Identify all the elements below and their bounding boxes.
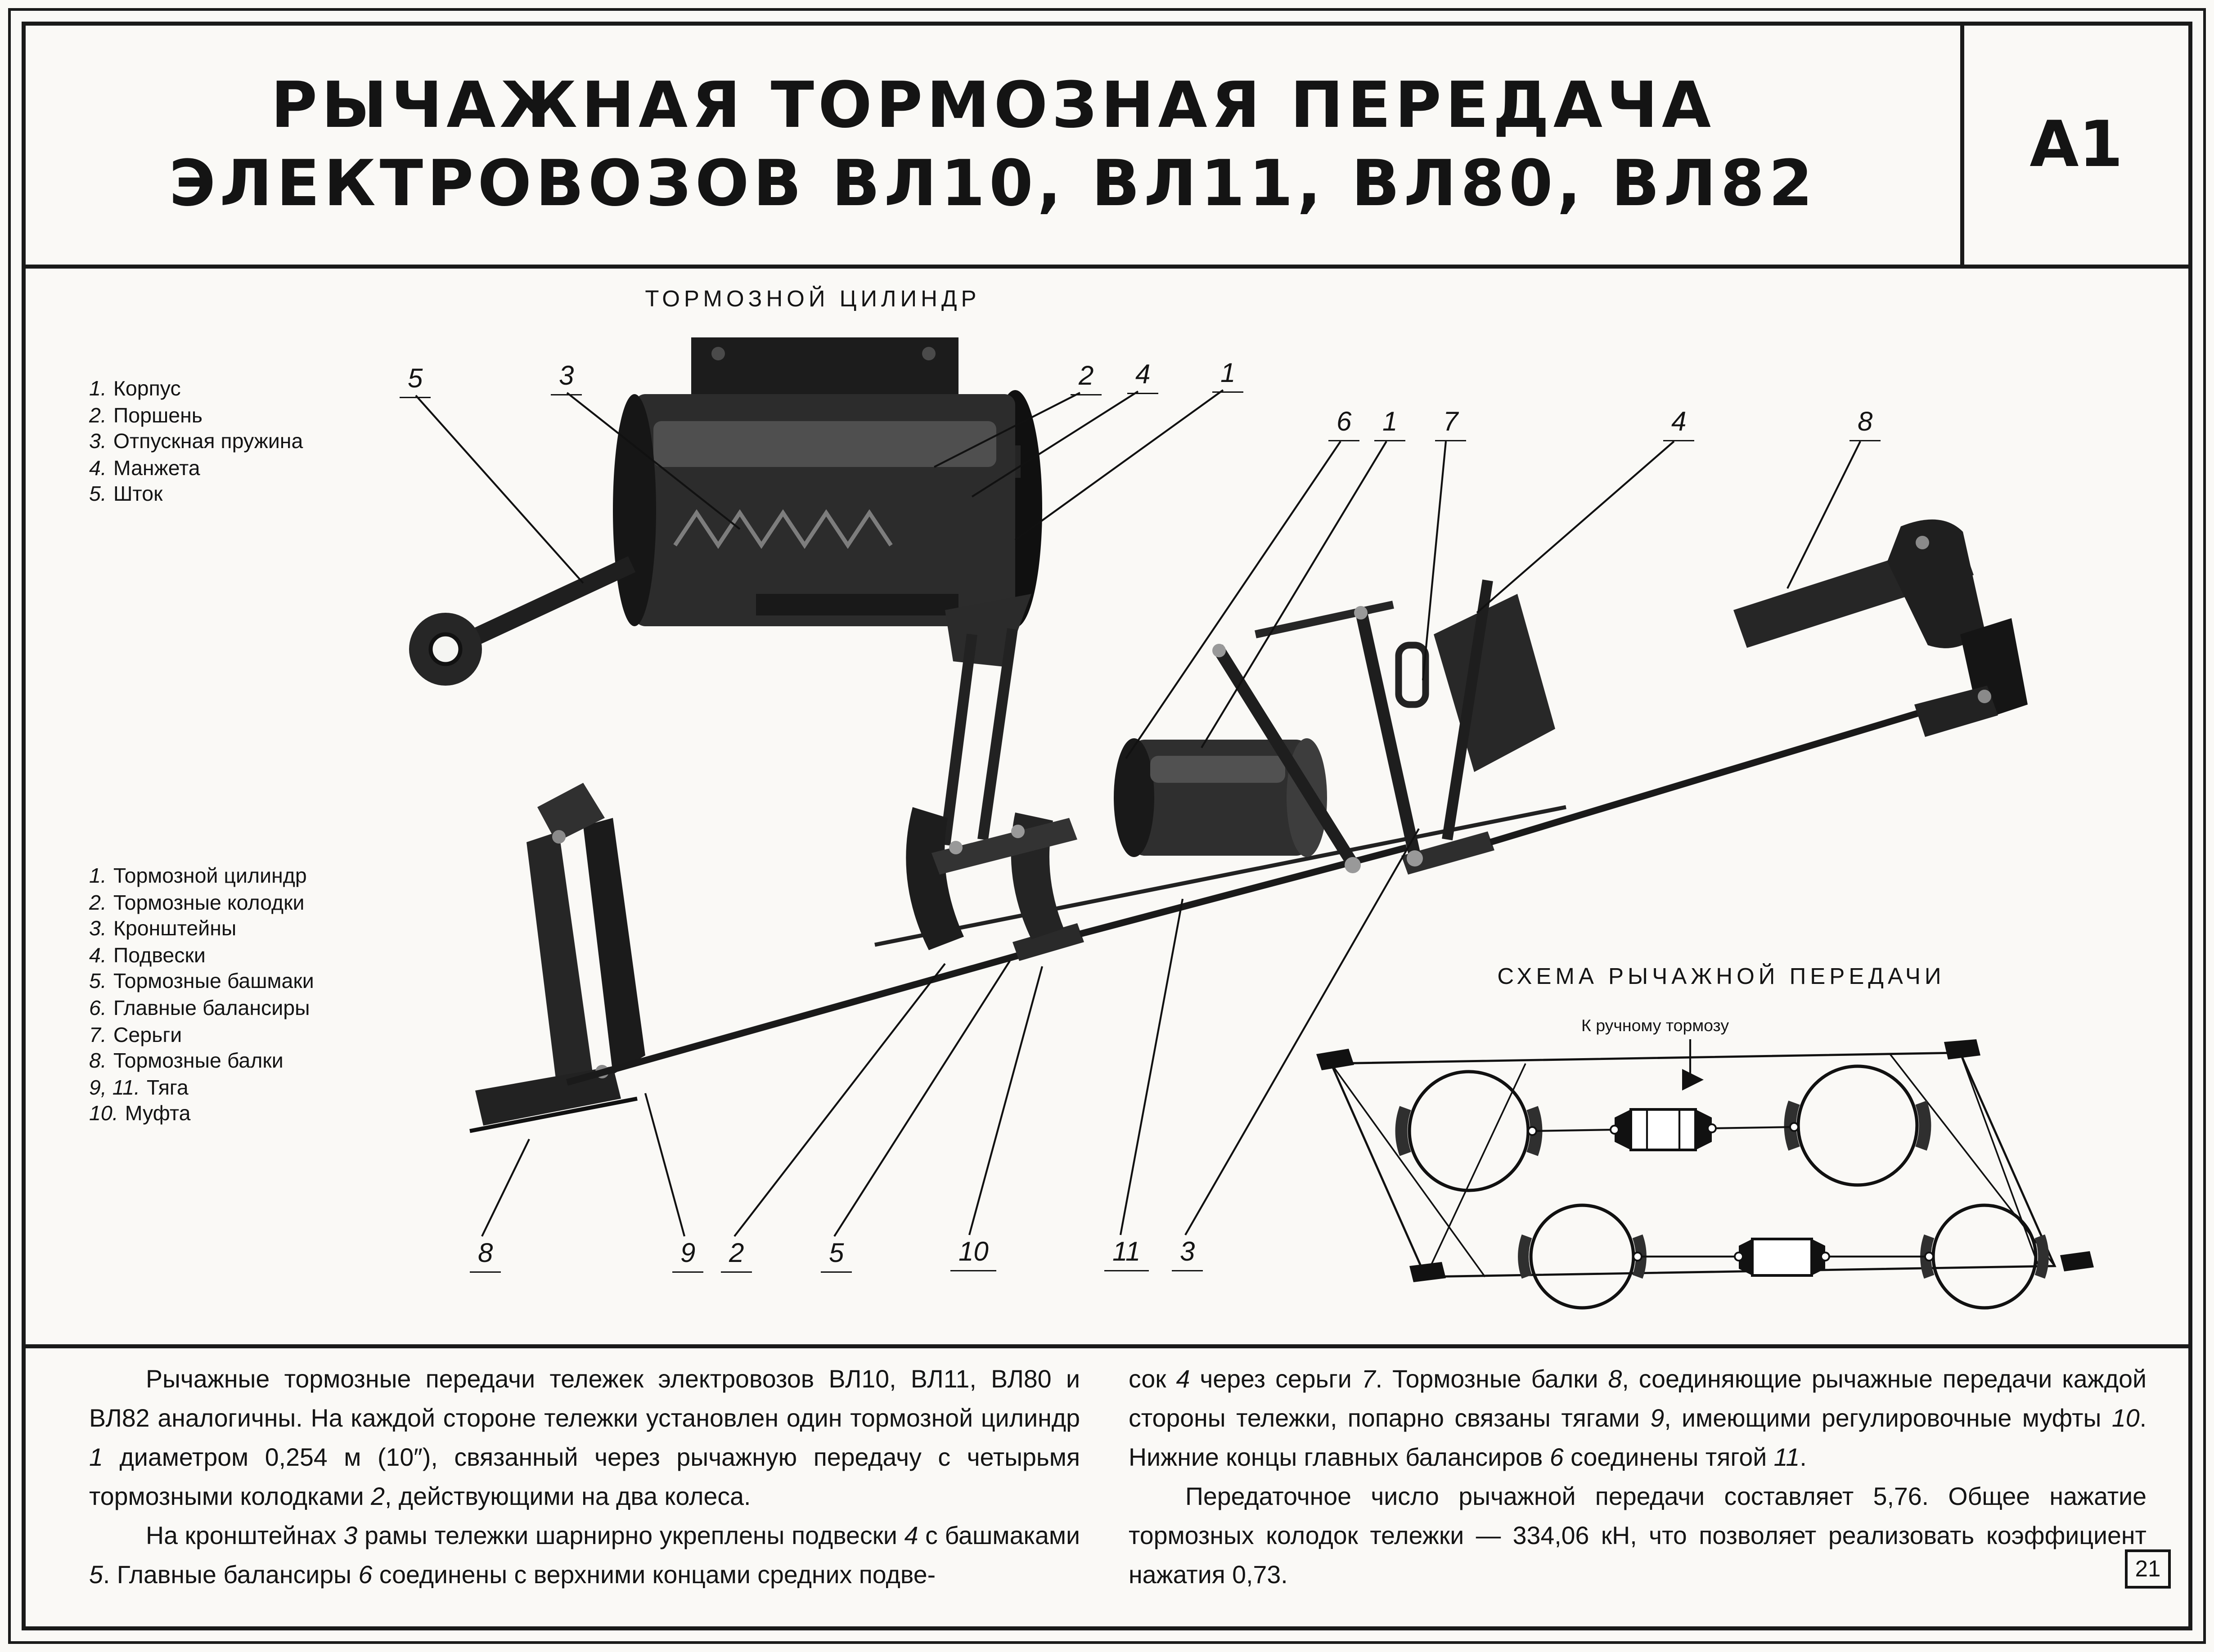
legend-label: Отпускная пружина: [113, 431, 303, 454]
legend-label: Манжета: [113, 457, 200, 480]
schematic-drawing: [1316, 1039, 2094, 1310]
legend-item: 3. Кронштейны: [89, 917, 314, 943]
poster-title: РЫЧАЖНАЯ ТОРМОЗНАЯ ПЕРЕДАЧА ЭЛЕКТРОВОЗОВ…: [26, 26, 1960, 265]
callout-leaders: [415, 389, 1861, 1237]
legend-item: 1. Корпус: [89, 377, 303, 403]
legend-number: 1.: [89, 378, 107, 401]
body-text-right-column: сок 4 через серьги 7. Тормозные балки 8,…: [1129, 1359, 2146, 1594]
legend-number: 5.: [89, 484, 107, 507]
assembly-drawing: [469, 519, 2028, 1133]
legend-number: 10.: [89, 1103, 118, 1127]
callout-assembly-lower-rod: 11: [1104, 1238, 1149, 1271]
legend-item: 4.Подвески: [89, 943, 314, 970]
legend-item: 4. Манжета: [89, 456, 303, 482]
legend-number: 1.: [89, 865, 107, 888]
header-divider: [22, 265, 2192, 269]
callout-cylinder-piston: 2: [1071, 362, 1102, 395]
callout-assembly-shackle: 7: [1435, 408, 1467, 441]
callout-assembly-shoe-pad: 2: [721, 1239, 752, 1273]
legend-label: Подвески: [113, 944, 206, 968]
paragraph: На кронштейнах 3 рамы тележки шарнирно у…: [89, 1521, 1080, 1589]
legend-label: Корпус: [113, 378, 181, 401]
legend-number: 6.: [89, 997, 107, 1020]
legend-label: Кронштейны: [113, 918, 237, 941]
legend-label: Тяга: [146, 1077, 189, 1100]
callout-assembly-shoe: 5: [821, 1239, 852, 1273]
callout-cylinder-rod: 5: [400, 364, 431, 398]
page-number: 21: [2125, 1549, 2171, 1589]
legend-item: 3. Отпускная пружина: [89, 430, 303, 456]
paragraph: Передаточное число рычажной передачи сос…: [1129, 1482, 2146, 1589]
code-box-divider: [1960, 22, 1964, 269]
legend-number: 3.: [89, 431, 107, 454]
legend-number: 7.: [89, 1024, 107, 1047]
legend-number: 4.: [89, 944, 107, 968]
assembly-legend: 1.Тормозной цилиндр 2.Тормозные колодки …: [89, 864, 314, 1128]
callout-assembly-hanger: 4: [1663, 408, 1695, 441]
callout-assembly-balancer: 6: [1328, 408, 1360, 441]
callout-assembly-beam-left: 8: [470, 1239, 501, 1273]
legend-label: Поршень: [113, 404, 203, 427]
legend-item: 2. Поршень: [89, 403, 303, 430]
legend-label: Тормозной цилиндр: [113, 865, 307, 888]
callout-assembly-cylinder: 1: [1374, 408, 1406, 441]
paragraph: Рычажные тормозные передачи тележек элек…: [89, 1365, 1080, 1510]
callout-assembly-coupling: 10: [950, 1238, 997, 1271]
brake-cylinder-drawing: [409, 337, 1042, 686]
schematic-caption: СХЕМА РЫЧАЖНОЙ ПЕРЕДАЧИ: [1497, 964, 1945, 989]
legend-item: 2.Тормозные колодки: [89, 890, 314, 917]
legend-label: Серьги: [113, 1024, 182, 1047]
legend-label: Главные балансиры: [113, 997, 310, 1020]
legend-label: Тормозные колодки: [113, 891, 305, 915]
paragraph: сок 4 через серьги 7. Тормозные балки 8,…: [1129, 1365, 2147, 1471]
legend-label: Муфта: [125, 1103, 191, 1127]
legend-item: 6. Главные балансиры: [89, 996, 314, 1023]
legend-item: 7. Серьги: [89, 1023, 314, 1049]
hand-brake-label: К ручному тормозу: [1581, 1016, 1729, 1035]
sheet-code: А1: [2030, 108, 2123, 182]
legend-item: 5. Шток: [89, 482, 303, 509]
legend-number: 2.: [89, 404, 107, 427]
legend-label: Тормозные балки: [113, 1050, 284, 1073]
body-text-left-column: Рычажные тормозные передачи тележек элек…: [89, 1359, 1080, 1594]
callout-cylinder-spring: 3: [551, 362, 582, 395]
legend-number: 9, 11.: [89, 1077, 140, 1100]
legend-item: 9, 11. Тяга: [89, 1075, 314, 1102]
text-divider: [22, 1344, 2192, 1348]
legend-label: Шток: [113, 484, 163, 507]
legend-item: 10. Муфта: [89, 1102, 314, 1128]
legend-number: 2.: [89, 891, 107, 915]
legend-number: 4.: [89, 457, 107, 480]
legend-number: 3.: [89, 918, 107, 941]
legend-label: Тормозные башмаки: [113, 971, 314, 994]
legend-item: 5. Тормозные башмаки: [89, 970, 314, 996]
callout-cylinder-body: 1: [1212, 359, 1244, 393]
cylinder-legend: 1. Корпус 2. Поршень 3. Отпускная пружина 4…: [89, 377, 303, 509]
cylinder-figure-caption: ТОРМОЗНОЙ ЦИЛИНДР: [645, 286, 981, 312]
legend-item: 8. Тормозные балки: [89, 1049, 314, 1075]
callout-cylinder-cuff: 4: [1127, 360, 1159, 394]
callout-assembly-tie-rod: 9: [672, 1239, 704, 1273]
legend-number: 5.: [89, 971, 107, 994]
legend-number: 8.: [89, 1050, 107, 1073]
callout-assembly-beam-right: 8: [1850, 408, 1881, 441]
poster-title-line1: РЫЧАЖНАЯ ТОРМОЗНАЯ ПЕРЕДАЧА: [270, 68, 1715, 143]
callout-assembly-bracket: 3: [1172, 1238, 1203, 1271]
poster-title-line2: ЭЛЕКТРОВОЗОВ ВЛ10, ВЛ11, ВЛ80, ВЛ82: [169, 147, 1817, 221]
legend-item: 1. Тормозной цилиндр: [89, 864, 314, 890]
